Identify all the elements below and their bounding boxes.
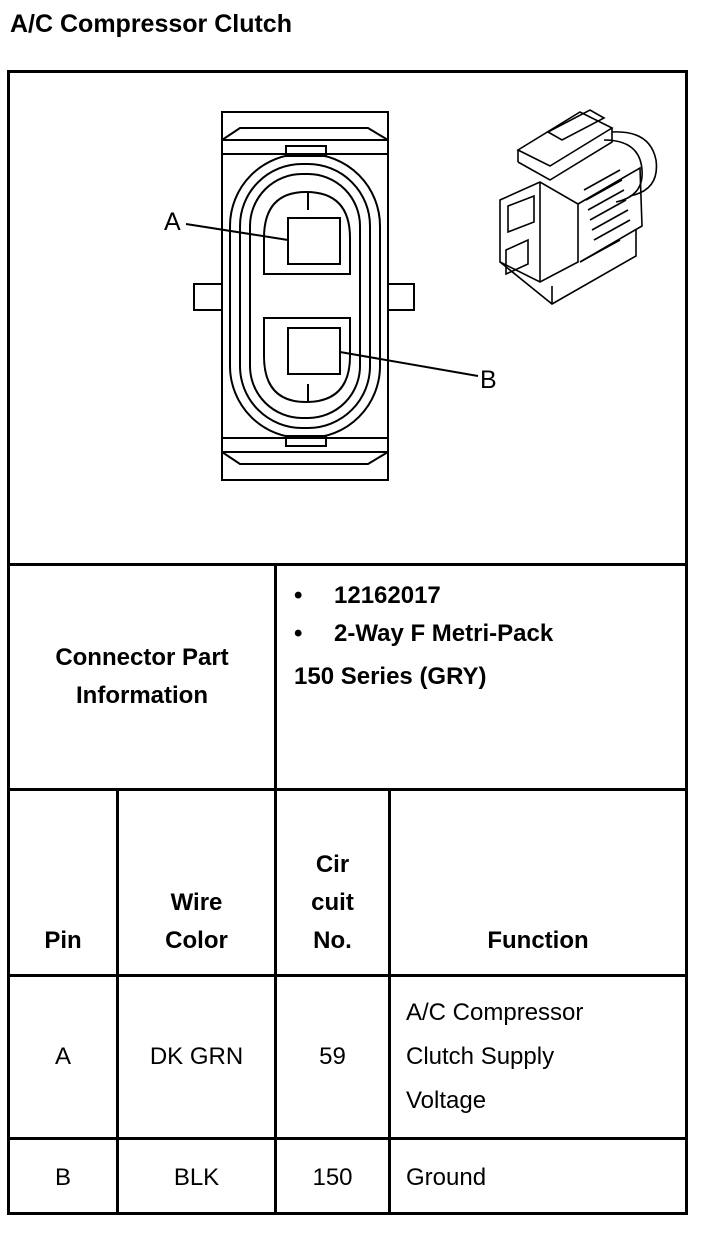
cell-circuit: 150 — [312, 1163, 353, 1191]
table-row: 150 — [277, 1140, 388, 1215]
part-number: 12162017 — [334, 582, 441, 609]
divider — [116, 788, 119, 1215]
table-row: BLK — [119, 1140, 274, 1215]
cell-wire-color: BLK — [173, 1163, 220, 1191]
divider — [7, 974, 688, 977]
connector-face-diagram — [185, 109, 658, 481]
divider — [7, 563, 688, 566]
page-title: A/C Compressor Clutch — [10, 10, 292, 38]
connector-table-frame — [7, 70, 688, 1215]
connector-part-info: • 12162017 • 2-Way F Metri-Pack 150 Seri… — [294, 582, 684, 782]
pin-label-a: A — [164, 208, 181, 236]
cell-function: Clutch Supply — [406, 1043, 555, 1070]
divider — [7, 788, 688, 791]
divider — [7, 1137, 688, 1140]
list-item: • 12162017 — [294, 582, 441, 609]
connector-part-label-line2: Information — [76, 682, 208, 709]
list-item: • 2-Way F Metri-Pack — [294, 620, 554, 647]
connector-series: 150 Series (GRY) — [294, 663, 487, 690]
cell-wire-color: DK GRN — [149, 1043, 244, 1070]
table-row: 59 — [277, 977, 388, 1137]
table-row: B — [10, 1140, 116, 1215]
header-pin: Pin — [44, 927, 82, 954]
connector-part-label-line1: Connector Part — [55, 644, 229, 671]
connector-part-label: Connector Part Information — [10, 566, 274, 788]
pin-label-b: B — [480, 366, 497, 394]
cell-pin: A — [54, 1043, 71, 1070]
header-wire-color: Wire Color — [165, 889, 228, 954]
header-circuit-no: Cir cuit No. — [311, 851, 354, 954]
cell-function: Voltage — [406, 1087, 487, 1114]
cell-function: A/C Compressor — [406, 999, 584, 1026]
table-row: A — [10, 977, 116, 1137]
connector-type: 2-Way F Metri-Pack — [334, 620, 554, 647]
cell-function: Ground — [406, 1163, 487, 1191]
table-row: A/C Compressor Clutch Supply Voltage — [406, 977, 685, 1137]
header-function: Function — [487, 927, 589, 954]
table-row: DK GRN — [119, 977, 274, 1137]
cell-pin: B — [54, 1163, 71, 1191]
cell-circuit: 59 — [319, 1043, 346, 1070]
divider — [274, 563, 277, 1215]
divider — [388, 788, 391, 1215]
table-row: Ground — [406, 1140, 685, 1215]
